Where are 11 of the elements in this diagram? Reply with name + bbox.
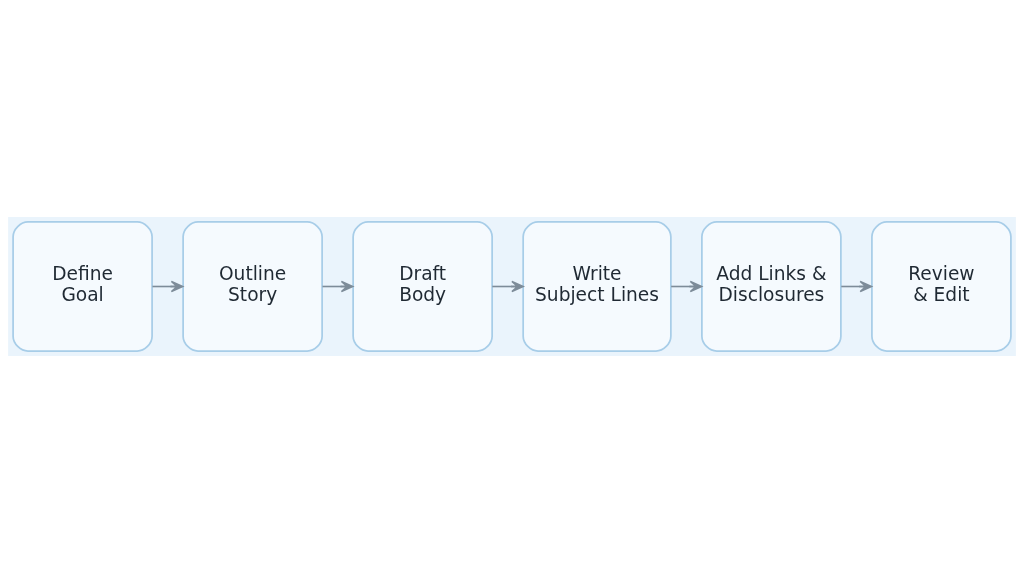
arrow	[321, 280, 354, 292]
arrow	[840, 280, 873, 292]
arrow	[151, 280, 184, 292]
node-box: Outline Story	[182, 220, 323, 352]
arrow	[491, 280, 524, 292]
node-box: Write Subject Lines	[522, 220, 672, 352]
node-box: Review & Edit	[871, 220, 1012, 352]
arrow	[670, 280, 703, 292]
node-box: Add Links & Disclosures	[701, 220, 842, 352]
node-box: Draft Body	[352, 220, 493, 352]
node-box: Define Goal	[12, 220, 153, 352]
